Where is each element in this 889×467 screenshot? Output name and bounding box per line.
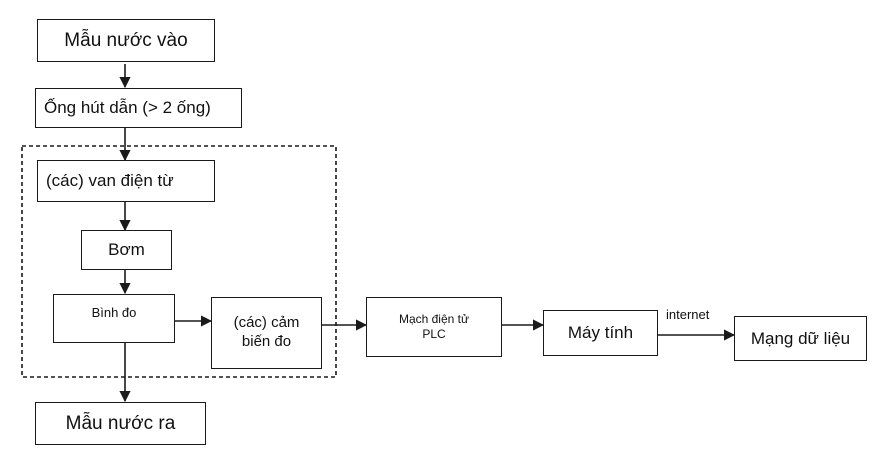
node-measuring-tank: Bình đo — [53, 294, 175, 343]
node-plc-circuit-label: Mạch điện tử PLC — [398, 312, 470, 341]
node-computer: Máy tính — [543, 310, 658, 356]
node-sensors-label: (các) cảm biến đo — [233, 314, 300, 350]
node-intake-tubes-label: Ống hút dẫn (> 2 ống) — [44, 98, 211, 118]
node-pump-label: Bơm — [108, 240, 145, 260]
node-computer-label: Máy tính — [567, 323, 634, 343]
node-water-out-label: Mẫu nước ra — [65, 412, 176, 434]
node-water-in-label: Mẫu nước vào — [64, 29, 188, 51]
node-pump: Bơm — [81, 230, 172, 270]
node-plc-circuit: Mạch điện tử PLC — [366, 297, 502, 357]
node-data-network: Mạng dữ liệu — [734, 316, 867, 361]
node-measuring-tank-label: Bình đo — [91, 305, 137, 320]
node-solenoid-valves-label: (các) van điện từ — [46, 171, 174, 191]
dashed-subsystem-boundary — [21, 145, 337, 378]
node-data-network-label: Mạng dữ liệu — [750, 328, 851, 348]
node-water-in: Mẫu nước vào — [37, 19, 215, 62]
node-sensors: (các) cảm biến đo — [211, 297, 322, 369]
edge-label-internet: internet — [666, 307, 710, 322]
node-solenoid-valves: (các) van điện từ — [37, 160, 215, 202]
node-water-out: Mẫu nước ra — [35, 402, 206, 445]
node-intake-tubes: Ống hút dẫn (> 2 ống) — [35, 88, 242, 128]
